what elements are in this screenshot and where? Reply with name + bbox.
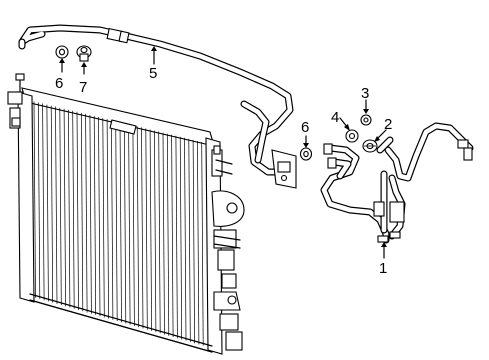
cooler-fin	[171, 134, 174, 338]
cooler-fin	[141, 127, 144, 329]
cooler-line-assembly	[320, 122, 474, 244]
cooler-fin	[80, 112, 84, 312]
cooler-fin	[158, 131, 161, 334]
callout-4: 4	[331, 109, 339, 126]
cooler-fin	[201, 141, 204, 346]
cooler-fin	[93, 115, 97, 315]
cooler-fin	[145, 128, 148, 330]
cooler-fin	[115, 121, 118, 322]
cooler-fin	[98, 116, 101, 317]
transmission-oil-cooler-core	[17, 87, 223, 355]
seal-ring-right	[299, 147, 313, 161]
cooler-fin	[197, 140, 200, 345]
callout-labels: 6 7 5 6 4 3 2 1	[55, 65, 392, 277]
cooler-fin	[128, 124, 131, 325]
cooler-fin	[76, 111, 79, 311]
callout-5: 5	[149, 65, 157, 82]
leader-arrows	[59, 46, 387, 259]
callout-3: 3	[361, 85, 369, 102]
top-tank-bracket	[109, 119, 137, 135]
cooler-fin	[179, 136, 183, 340]
seal-4	[345, 129, 359, 143]
cooler-fin	[188, 138, 191, 342]
cooler-fin	[68, 109, 71, 308]
cooler-fin	[106, 119, 109, 319]
seal-ring-left	[55, 45, 69, 59]
cooler-fin	[154, 130, 157, 333]
cooler-fin	[63, 108, 66, 307]
cooler-fins	[33, 101, 204, 346]
right-side-fittings	[211, 145, 245, 351]
cooler-fin	[175, 135, 178, 339]
cooler-fin	[37, 102, 41, 299]
cooler-fin	[111, 120, 114, 320]
left-mount-bracket	[7, 73, 25, 129]
callout-1: 1	[379, 260, 387, 277]
callout-6-left: 6	[55, 75, 63, 92]
callout-6-right: 6	[301, 119, 309, 136]
cooler-fin	[149, 129, 152, 331]
callout-2: 2	[384, 116, 392, 133]
cooler-fin	[85, 113, 88, 313]
cooler-fin	[136, 126, 140, 328]
cooler-fin	[192, 139, 195, 344]
cooler-fin	[102, 118, 105, 318]
cooler-fin	[50, 105, 54, 303]
plug-fitting	[76, 45, 92, 62]
cooler-fin	[119, 122, 122, 323]
cooler-fin	[46, 104, 49, 302]
fitting-2	[362, 139, 378, 153]
cooler-fin	[166, 133, 170, 336]
callout-7: 7	[79, 79, 87, 96]
cooler-fin	[123, 123, 127, 324]
cooler-fin	[132, 125, 135, 327]
cooler-fin	[184, 137, 187, 341]
cooler-fin	[162, 132, 165, 335]
cooler-fin	[33, 101, 36, 298]
cooler-inlet-pipe	[18, 24, 297, 189]
cooler-fin	[55, 106, 58, 304]
cooler-fin	[72, 110, 75, 309]
seal-3	[360, 114, 372, 126]
cooler-fin	[42, 103, 45, 301]
cooler-fin	[89, 114, 92, 314]
cooler-fin	[59, 107, 62, 306]
